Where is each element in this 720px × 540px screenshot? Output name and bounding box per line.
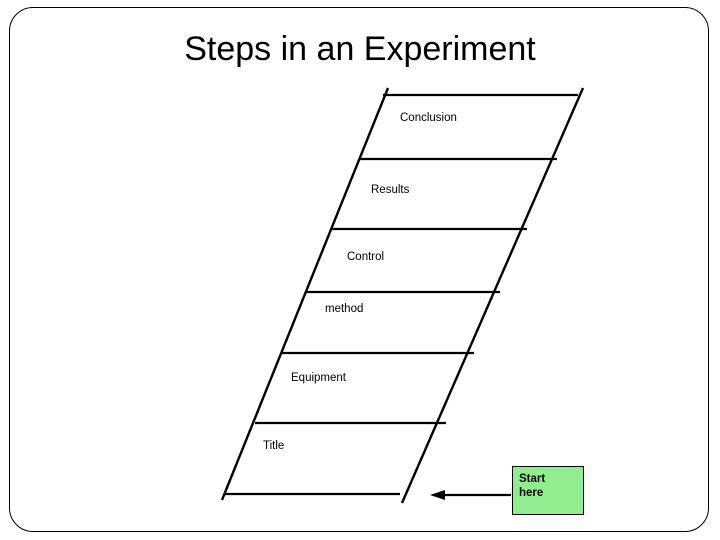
rung-label-results: Results bbox=[371, 184, 410, 196]
rung-label-control: Control bbox=[347, 251, 385, 263]
start-here-callout: Start here bbox=[512, 466, 584, 515]
callout-arrow-head bbox=[430, 490, 445, 500]
ladder-left-rail bbox=[220, 87, 390, 501]
rung-label-equipment: Equipment bbox=[291, 372, 346, 384]
rung-label-title: Title bbox=[263, 440, 285, 452]
ladder-right-rail bbox=[400, 87, 585, 504]
rung-label-conclusion: Conclusion bbox=[400, 112, 457, 124]
slide-border-frame bbox=[9, 7, 709, 532]
page-title: Steps in an Experiment bbox=[184, 30, 536, 68]
rung-label-method: method bbox=[325, 303, 364, 315]
start-here-label: Start here bbox=[519, 473, 546, 499]
